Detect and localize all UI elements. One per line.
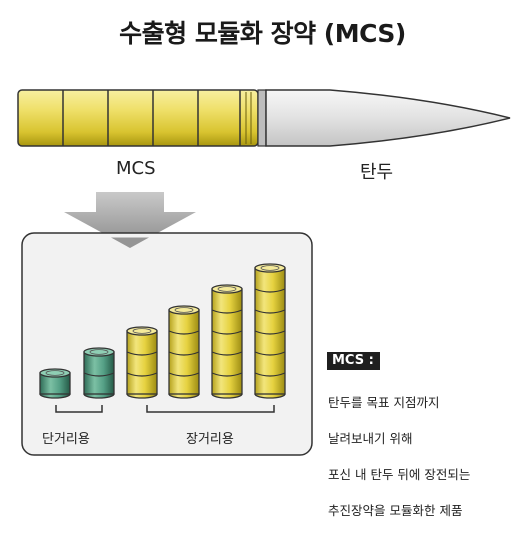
long-range-label: 장거리용 [186, 432, 234, 447]
module-seam [168, 330, 200, 335]
long-range-stack [254, 263, 286, 399]
long-range-stack [168, 305, 200, 399]
page-title: 수출형 모듈화 장약 (MCS) [119, 19, 406, 48]
mcs-term-badge: MCS : [327, 352, 380, 370]
diagram-art [17, 89, 511, 456]
module-seam [211, 309, 243, 314]
short-range-stack [39, 368, 71, 399]
module-seam [254, 288, 286, 293]
module-seam [168, 351, 200, 356]
down-arrow-icon [64, 192, 196, 248]
short-range-label: 단거리용 [42, 432, 90, 447]
short-range-stack [83, 347, 115, 399]
module-seam [254, 351, 286, 356]
long-range-stack [211, 284, 243, 399]
charge-stacks [39, 263, 286, 399]
long-range-stack [126, 326, 158, 399]
mcs-label: MCS [116, 158, 156, 179]
short-range-bracket [55, 405, 103, 413]
module-seam [168, 372, 200, 377]
description-line: 탄두를 목표 지점까지 [328, 395, 440, 410]
module-seam [211, 372, 243, 377]
module-seam [211, 330, 243, 335]
long-range-bracket [146, 405, 275, 413]
module-seam [254, 372, 286, 377]
module-seam [83, 372, 115, 377]
description-line: 포신 내 탄두 뒤에 장전되는 [328, 467, 471, 482]
shell-label: 탄두 [360, 162, 394, 183]
module-seam [126, 372, 158, 377]
shell-projectile [257, 89, 511, 147]
module-seam [254, 330, 286, 335]
description-line: 날려보내기 위해 [328, 431, 413, 446]
module-seam [126, 351, 158, 356]
module-seam [211, 351, 243, 356]
description-line: 추진장약을 모듈화한 제품 [328, 503, 463, 518]
horizontal-mcs-charge [17, 89, 259, 147]
mcs-description: 탄두를 목표 지점까지 날려보내기 위해 포신 내 탄두 뒤에 장전되는 추진장… [328, 376, 470, 538]
module-seam [254, 309, 286, 314]
